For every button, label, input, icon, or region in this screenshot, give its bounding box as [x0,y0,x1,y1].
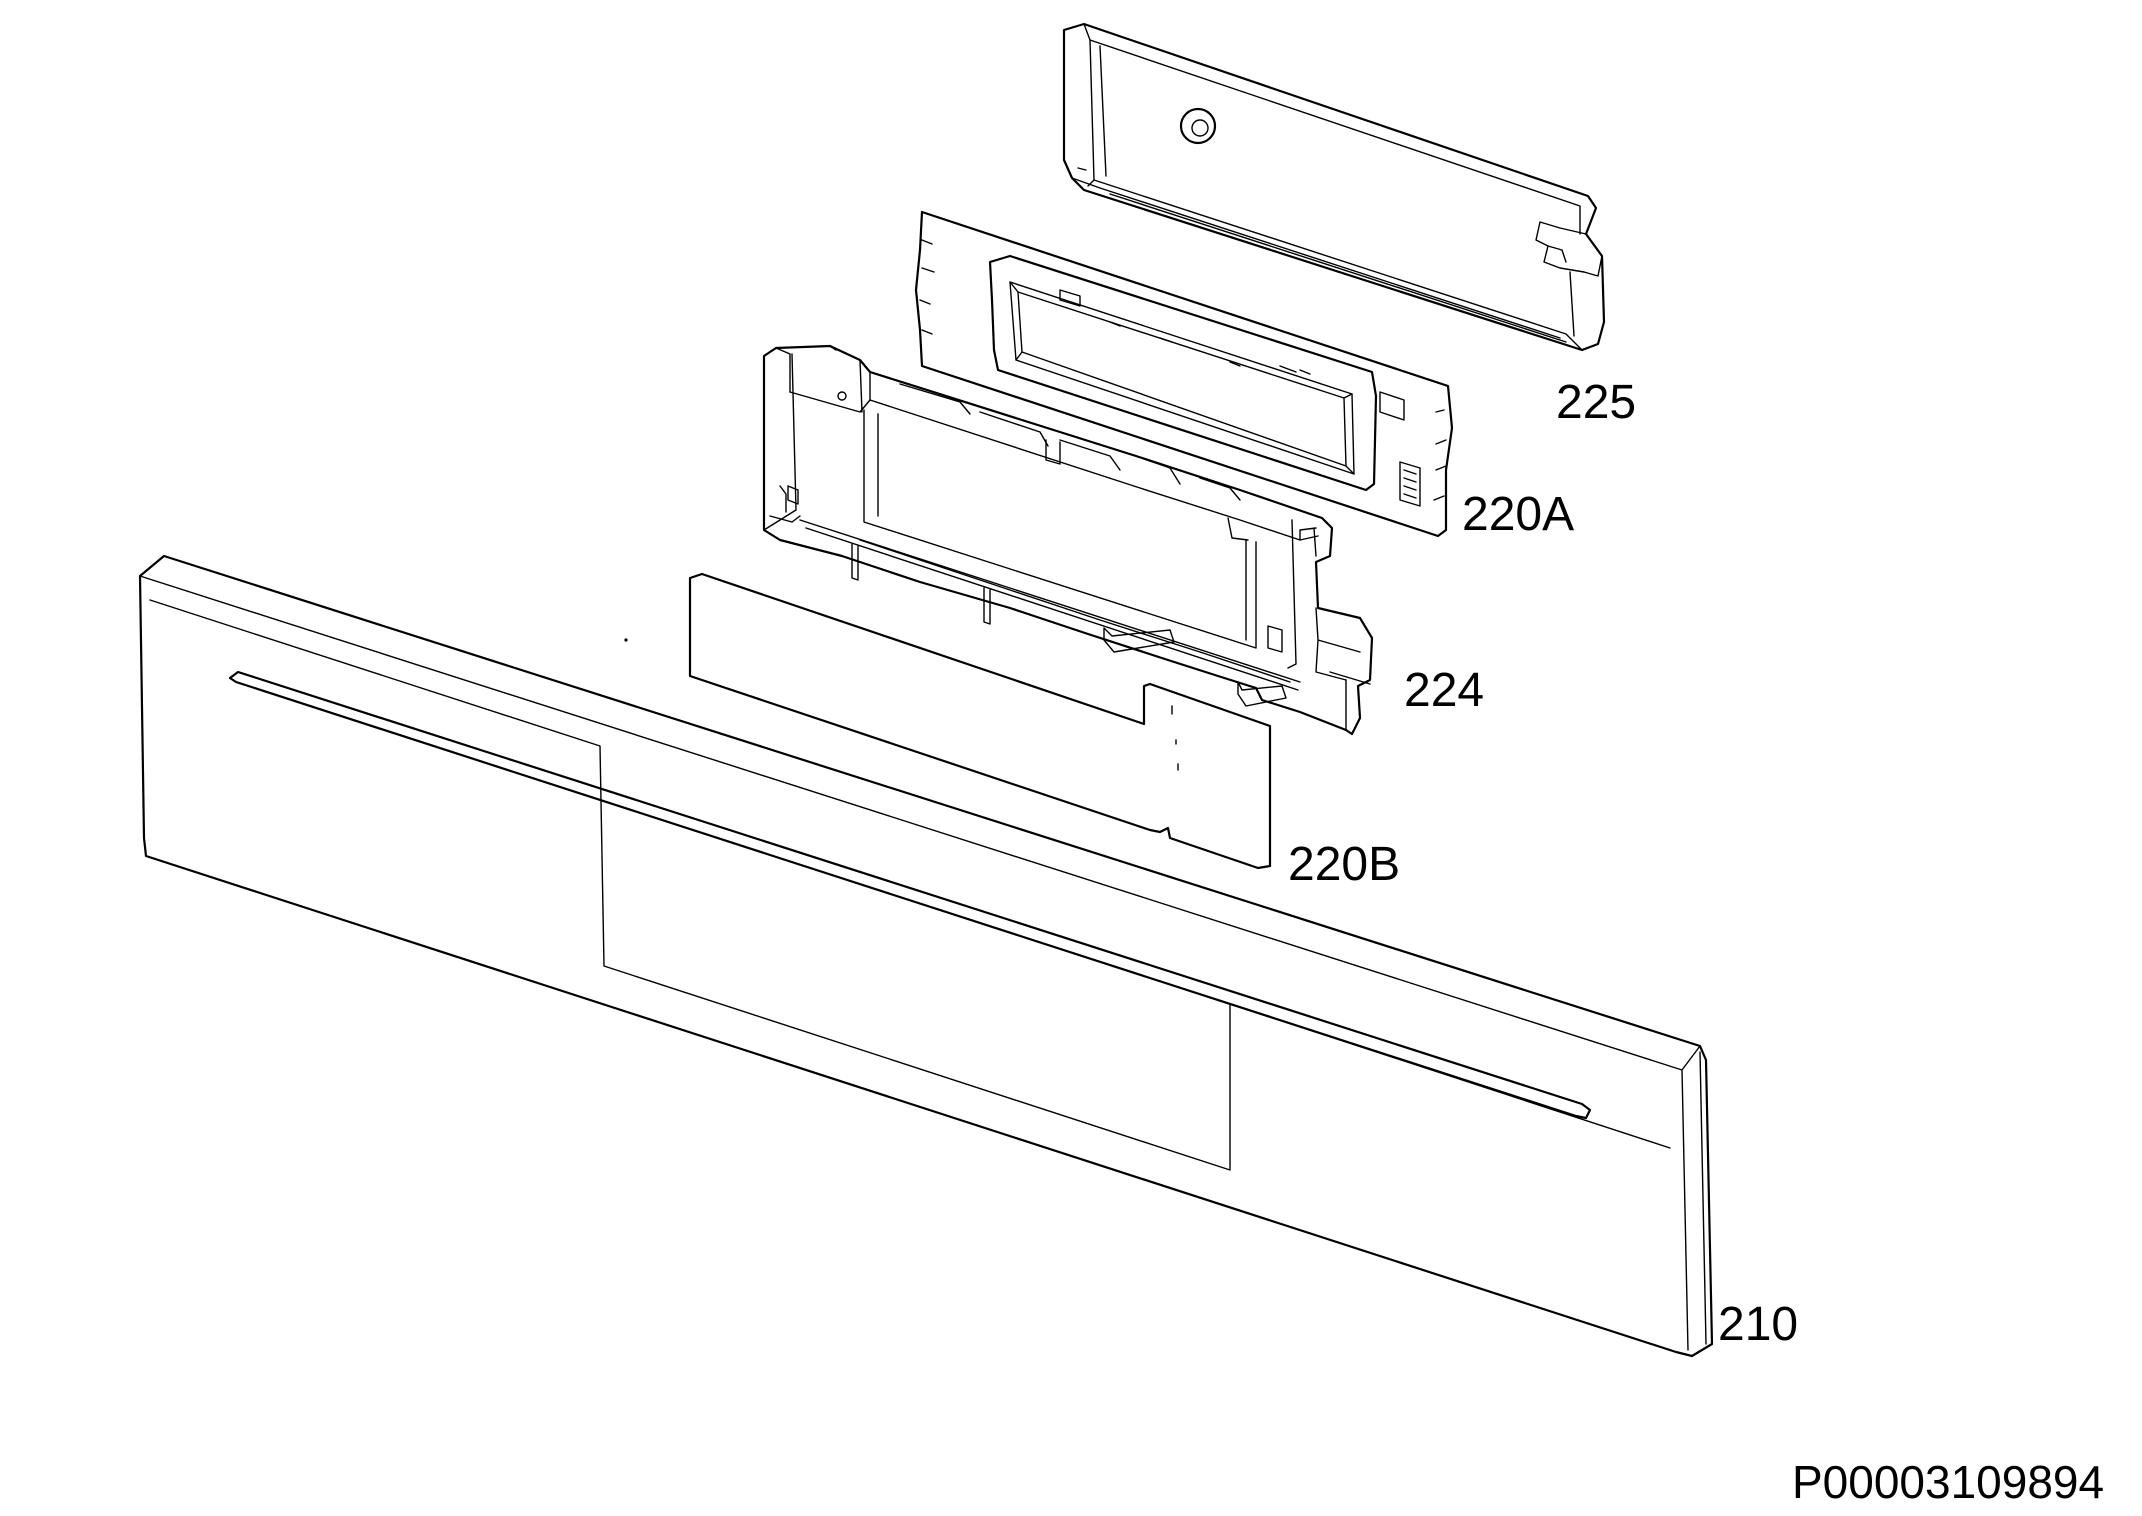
callout-220a: 220A [1462,488,1574,541]
callout-210: 210 [1718,1298,1798,1351]
part-220b-panel [688,572,1272,870]
part-225-rear-cover [1062,22,1606,352]
callout-225: 225 [1556,376,1636,429]
part-220a-control-board [914,210,1454,538]
stray-dot [624,638,628,642]
callout-224: 224 [1404,664,1484,717]
document-id: P00003109894 [1792,1456,2104,1508]
part-210-front-panel [138,554,1714,1358]
part-224-frame [762,344,1374,736]
callout-220b: 220B [1288,838,1400,891]
